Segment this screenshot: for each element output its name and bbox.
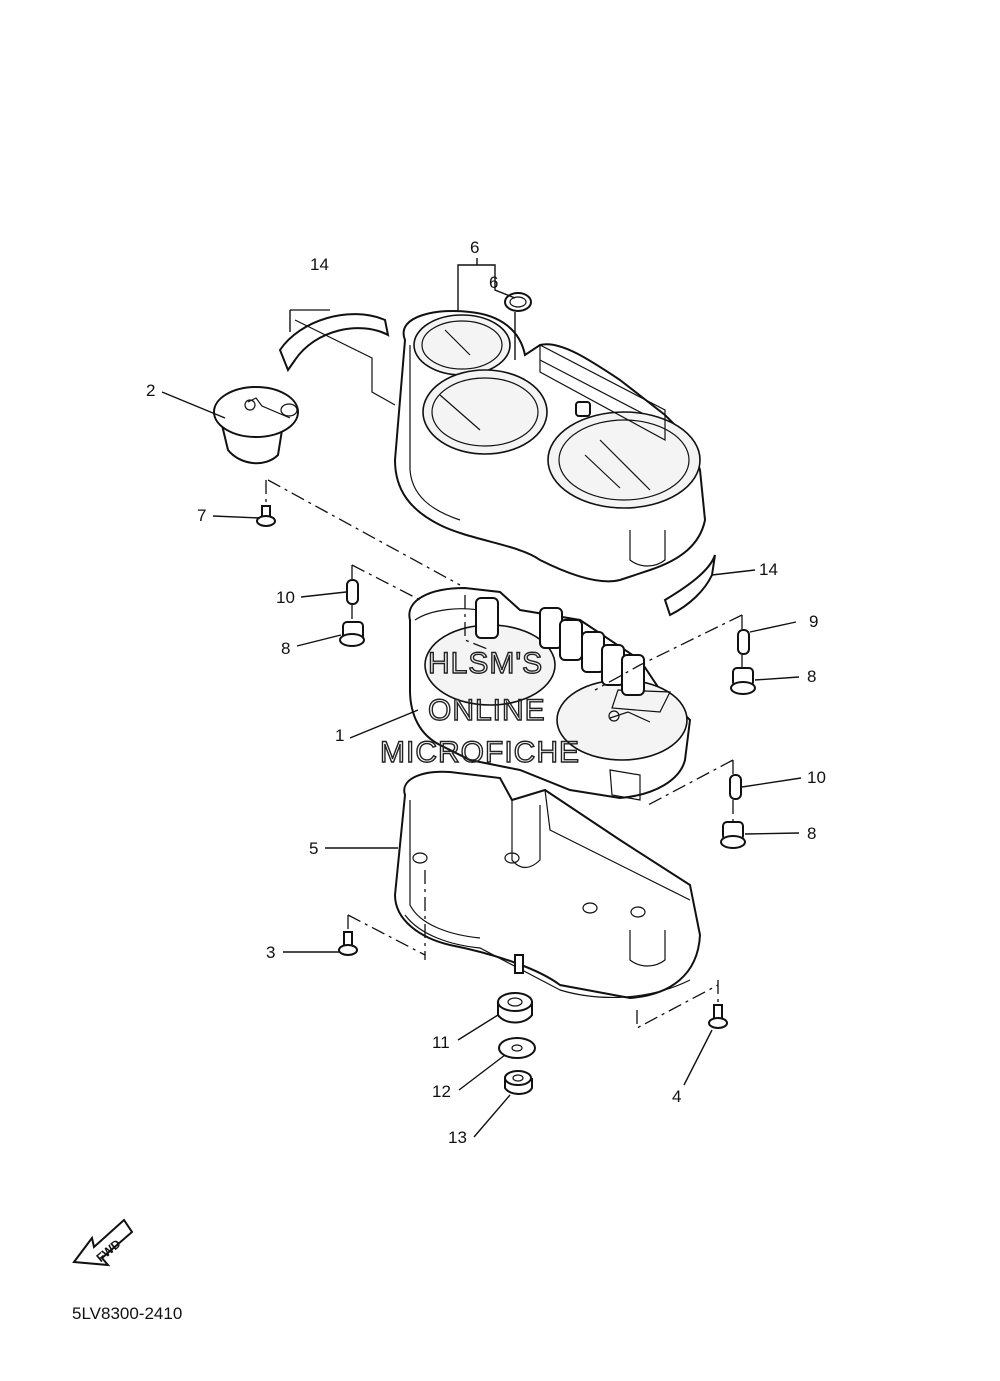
fwd-arrow-icon: FWD bbox=[72, 1218, 134, 1267]
callout-4: 6 bbox=[489, 273, 498, 292]
upper-meter-case bbox=[393, 309, 707, 583]
grommet-part-11 bbox=[497, 992, 533, 1024]
callout-1: 1 bbox=[335, 726, 344, 745]
callout-12: 12 bbox=[432, 1082, 451, 1101]
small-meter-part-2 bbox=[213, 386, 299, 465]
ring-part-4 bbox=[504, 292, 532, 312]
callout-13: 13 bbox=[448, 1128, 467, 1147]
watermark-line-1: HLSM'S bbox=[428, 647, 543, 680]
socket-part-8-right-top bbox=[730, 667, 756, 695]
callout-6-left: 3 bbox=[266, 943, 275, 962]
band-upper bbox=[278, 313, 390, 373]
callout-10-left: 10 bbox=[276, 588, 295, 607]
callout-8-right-bottom: 8 bbox=[807, 824, 816, 843]
callout-7: 7 bbox=[197, 506, 206, 525]
callout-10-right: 10 bbox=[807, 768, 826, 787]
part-code: 5LV8300-2410 bbox=[72, 1304, 183, 1323]
screw-part-7 bbox=[256, 505, 276, 527]
meter-body-part-1 bbox=[408, 586, 692, 801]
callout-6-right: 4 bbox=[672, 1087, 681, 1106]
callout-2: 2 bbox=[146, 381, 155, 400]
watermark-line-3: MICROFICHE bbox=[380, 736, 580, 769]
callout-5: 5 bbox=[309, 839, 318, 858]
bulb-part-10-right bbox=[729, 774, 742, 800]
bulb-part-9 bbox=[737, 629, 750, 655]
callout-14-right: 14 bbox=[759, 560, 778, 579]
callout-14-top: 14 bbox=[310, 255, 329, 274]
screw-part-6-left bbox=[338, 931, 358, 956]
callout-8-right-top: 8 bbox=[807, 667, 816, 686]
callout-9: 9 bbox=[809, 612, 818, 631]
band-lower bbox=[663, 554, 716, 617]
callout-3: 6 bbox=[470, 238, 479, 257]
socket-part-8-right-bottom bbox=[720, 821, 746, 849]
lower-meter-case-part-5 bbox=[393, 770, 702, 1000]
watermark-line-2: ONLINE bbox=[428, 694, 546, 727]
bulb-part-10-left bbox=[346, 579, 359, 605]
washer-part-12 bbox=[498, 1037, 536, 1059]
callout-8-left: 8 bbox=[281, 639, 290, 658]
socket-part-8-left bbox=[339, 621, 365, 647]
screw-part-6-right bbox=[708, 1004, 728, 1029]
nut-part-13 bbox=[504, 1070, 533, 1095]
callout-11: 11 bbox=[432, 1033, 450, 1052]
